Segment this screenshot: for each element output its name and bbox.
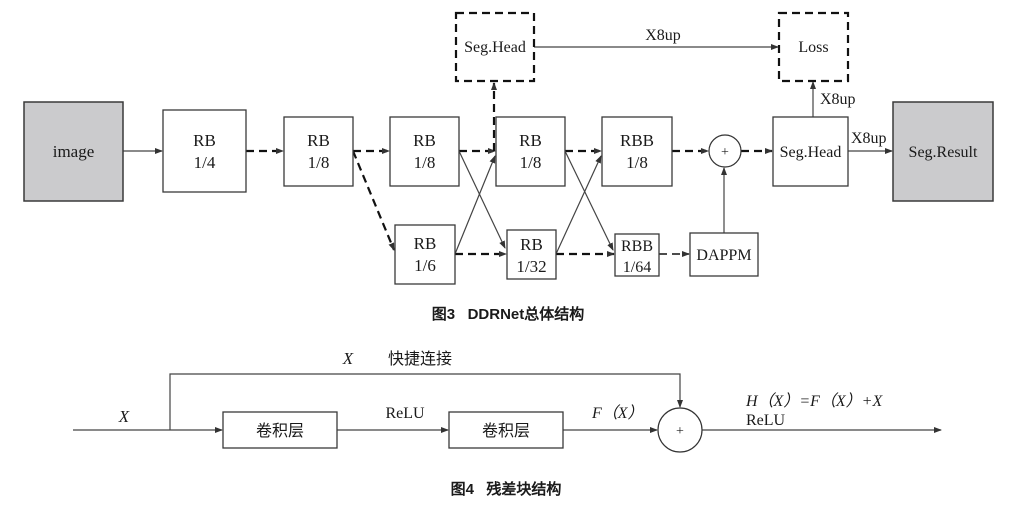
sum-symbol: + — [721, 145, 729, 160]
conv-layer-label: 卷积层 — [482, 422, 530, 440]
edge-label: X8up — [820, 91, 856, 108]
node-label: Loss — [798, 39, 828, 56]
conv-layer-1 — [222, 411, 338, 449]
node-scale: 1/8 — [414, 153, 436, 172]
edge-rb18b-to-rb132 — [458, 150, 506, 249]
node-label: Seg.Head — [464, 39, 526, 56]
relu-label: ReLU — [385, 405, 425, 422]
node-scale: 1/32 — [516, 257, 546, 276]
node-rbb-1-8 — [601, 116, 673, 187]
conv-layer-2 — [448, 411, 564, 449]
output-formula: H（X）=F（X）+X — [745, 392, 883, 410]
output-relu-label: ReLU — [746, 412, 786, 429]
node-scale: 1/8 — [520, 153, 542, 172]
fx-label: F（X） — [591, 404, 644, 422]
input-label: X — [118, 407, 130, 426]
node-label: RB — [519, 131, 542, 150]
node-image — [23, 101, 124, 202]
node-seg-result — [892, 101, 994, 202]
shortcut-label: 快捷连接 — [388, 350, 452, 368]
node-seg-head-aux — [454, 11, 536, 83]
node-sum — [708, 134, 742, 168]
conv-layer-label: 卷积层 — [256, 422, 304, 440]
figure-3: image RB 1/4 RB 1/8 RB 1/8 RB 1/8 RBB 1/… — [23, 11, 994, 323]
node-seg-head-main — [772, 116, 849, 187]
node-scale: 1/8 — [308, 153, 330, 172]
node-rb-1-8-b — [389, 116, 460, 187]
sum-node — [657, 407, 703, 453]
node-label: RB — [307, 131, 330, 150]
edge-label: X8up — [645, 27, 681, 44]
node-rbb-1-64 — [614, 233, 660, 277]
node-label: RB — [414, 234, 437, 253]
node-rb-1-8-a — [283, 116, 354, 187]
node-label: RB — [413, 131, 436, 150]
node-label: DAPPM — [696, 247, 751, 264]
node-rb-1-8-c — [495, 116, 566, 187]
edge-rb18c-to-rbb164 — [564, 150, 614, 251]
node-dappm — [689, 232, 759, 277]
node-rb-1-32 — [506, 229, 557, 280]
node-label: RBB — [621, 238, 653, 255]
sum-symbol: + — [676, 424, 684, 439]
node-image-label: image — [53, 142, 95, 161]
node-scale: 1/6 — [414, 256, 436, 275]
edge-label: X8up — [851, 130, 887, 147]
node-label: RBB — [620, 131, 654, 150]
node-loss — [777, 11, 850, 83]
node-label: RB — [520, 235, 543, 254]
edge-rb16-to-rb18c — [454, 155, 496, 255]
node-scale: 1/64 — [623, 259, 651, 276]
node-scale: 1/8 — [626, 153, 648, 172]
node-label: RB — [193, 131, 216, 150]
edge-shortcut — [169, 373, 683, 430]
node-scale: 1/4 — [194, 153, 216, 172]
figure-4-caption: 图4 残差块结构 — [451, 480, 562, 498]
edge-rb132-to-rbb18 — [555, 155, 602, 255]
shortcut-var-label: X — [342, 349, 354, 368]
node-label: Seg.Result — [909, 144, 978, 161]
figure-4: 卷积层 卷积层 + X X 快捷连接 ReLU F（X） H（X）=F（X）+X… — [73, 349, 942, 498]
figure-3-caption: 图3 DDRNet总体结构 — [432, 305, 585, 323]
node-rb-1-4 — [162, 109, 247, 193]
node-rb-1-6 — [394, 224, 456, 285]
edge-rb18a-to-rb16 — [351, 150, 396, 251]
node-label: Seg.Head — [780, 144, 842, 161]
